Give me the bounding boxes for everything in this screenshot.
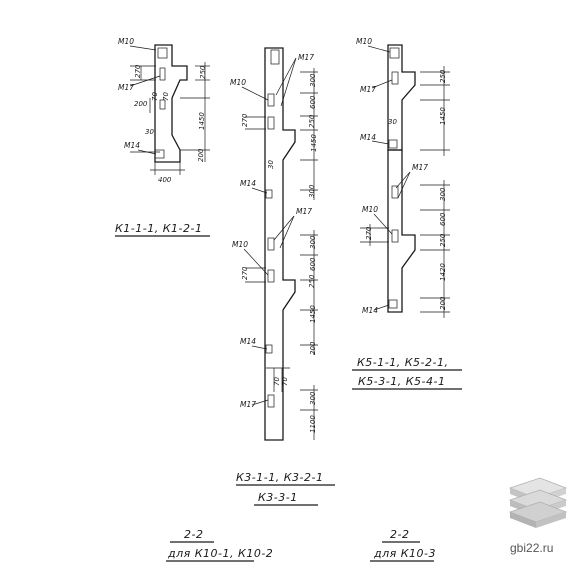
k1-caption: К1-1-1, К1-2-1	[115, 222, 202, 235]
k5-mark-m17a: М17	[360, 85, 376, 94]
k5-caption-2: К5-3-1, К5-4-1	[358, 375, 445, 388]
k1-dim-250: 250	[199, 65, 207, 79]
section-label-left: 2-2	[184, 528, 203, 541]
section-label-right: 2-2	[390, 528, 409, 541]
k1-dim-200b: 200	[197, 148, 205, 162]
k1-dim-200: 200	[134, 100, 148, 108]
k5-dim-250b: 250	[439, 233, 447, 247]
k3-dim-70b: 70	[281, 377, 289, 386]
k5-dim-1420: 1420	[439, 263, 447, 281]
k5-mark-m14b: М14	[362, 306, 378, 315]
k3-dim-250b: 250	[308, 274, 316, 288]
k1-dim-1450: 1450	[198, 112, 206, 130]
k5-dim-250a: 250	[439, 69, 447, 83]
k5-mark-m10b: М10	[362, 205, 378, 214]
k3-mark-m10a: М10	[230, 78, 246, 87]
k3-dim-300b: 300	[308, 184, 316, 198]
k1-dim-30: 30	[145, 128, 154, 136]
k1-dim-70a: 70	[151, 92, 159, 101]
site-logo-text: gbi22.ru	[510, 541, 553, 555]
k3-caption-1: К3-1-1, К3-2-1	[236, 471, 323, 484]
k5-dim-600: 600	[439, 212, 447, 226]
k5-dim-1450: 1450	[439, 107, 447, 125]
k3-dim-600a: 600	[309, 95, 317, 109]
k3-mark-m10b: М10	[232, 240, 248, 249]
section-caption-left: для К10-1, К10-2	[167, 547, 273, 560]
k1-mark-m10: М10	[118, 37, 134, 46]
k5-dim-300: 300	[439, 187, 447, 201]
column-k5	[360, 44, 450, 318]
k5-mark-m17b: М17	[412, 163, 428, 172]
stacked-slabs-logo-icon	[508, 477, 568, 528]
k5-mark-m10a: М10	[356, 37, 372, 46]
k3-mark-m17c: М17	[240, 400, 256, 409]
k3-dim-300c: 300	[309, 235, 317, 249]
k1-dim-270: 270	[134, 64, 142, 78]
k3-caption-2: К3-3-1	[258, 491, 298, 504]
k1-dim-70b: 70	[162, 92, 170, 101]
k3-dim-1450a: 1450	[310, 134, 318, 152]
k1-mark-m17: М17	[118, 83, 134, 92]
k5-dim-270: 270	[365, 226, 373, 240]
k1-dim-400: 400	[158, 176, 172, 184]
k5-dim-200: 200	[439, 296, 447, 310]
k3-dim-70a: 70	[273, 377, 281, 386]
k3-dim-270b: 270	[241, 266, 249, 280]
k3-dim-600b: 600	[309, 257, 317, 271]
k3-mark-m17b: М17	[296, 207, 312, 216]
k1-mark-m14: М14	[124, 141, 140, 150]
section-caption-right: для К10-3	[373, 547, 436, 560]
k3-dim-1450b: 1450	[309, 305, 317, 323]
k3-dim-300a: 300	[309, 73, 317, 87]
k3-dim-270a: 270	[241, 113, 249, 127]
k5-dim-30: 30	[388, 118, 397, 126]
k3-dim-1100: 1100	[309, 415, 317, 433]
k3-dim-30: 30	[267, 160, 275, 169]
column-k3	[245, 47, 318, 441]
k3-mark-m14b: М14	[240, 337, 256, 346]
k3-dim-300d: 300	[309, 391, 317, 405]
k3-mark-m14a: М14	[240, 179, 256, 188]
k3-dim-200: 200	[309, 341, 317, 355]
k3-mark-m17a: М17	[298, 53, 314, 62]
k3-dim-250a: 250	[308, 114, 316, 128]
k5-mark-m14a: М14	[360, 133, 376, 142]
k5-caption-1: К5-1-1, К5-2-1,	[357, 356, 448, 369]
